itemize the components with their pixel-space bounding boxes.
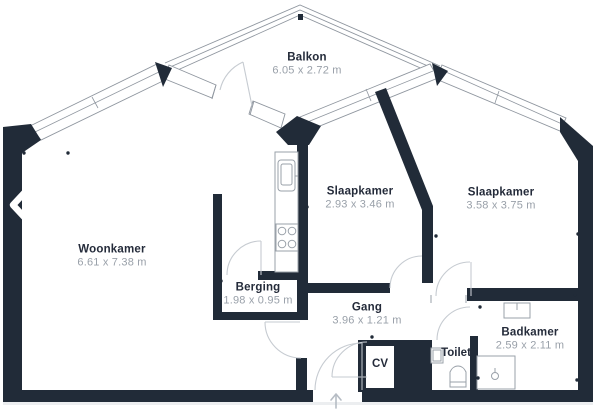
wall-junction-left xyxy=(155,62,172,87)
toilet-bowl xyxy=(449,365,467,388)
label-slaapkamer-1: Slaapkamer 2.93 x 3.46 m xyxy=(325,186,394,211)
label-balkon: Balkon 6.05 x 2.72 m xyxy=(272,52,341,77)
wall-berging-top xyxy=(258,271,299,280)
room-dims: 6.05 x 2.72 m xyxy=(272,64,342,77)
wall-toilet-right xyxy=(470,336,478,390)
window-balcony-right xyxy=(248,100,286,129)
room-name: Balkon xyxy=(287,51,327,64)
window-bedroom2 xyxy=(435,64,567,132)
bathroom-fixtures xyxy=(430,302,531,390)
plan-shadow xyxy=(3,402,593,405)
room-name: Gang xyxy=(351,301,383,314)
bedroom1-door-arc xyxy=(389,255,423,289)
wall-corner-top-right xyxy=(560,117,593,161)
wall-badkamer-top xyxy=(467,288,578,301)
label-toilet: Toilet xyxy=(441,347,471,359)
balcony-door-arc xyxy=(219,61,244,91)
room-dims: 6.61 x 7.38 m xyxy=(77,256,147,269)
wall-center-peak xyxy=(276,116,321,145)
entrance-arrow-icon xyxy=(330,393,342,409)
wall-kitchen xyxy=(297,140,308,320)
stove-burner xyxy=(287,239,297,249)
toilet-sink-basin xyxy=(432,349,442,362)
window-left xyxy=(29,63,168,141)
wall-livingroom-stub xyxy=(296,358,307,392)
wall-right xyxy=(578,150,593,402)
room-name: Badkamer xyxy=(501,326,559,339)
room-name: Slaapkamer xyxy=(326,185,394,198)
room-dims: 2.93 x 3.46 m xyxy=(325,198,395,211)
doors xyxy=(219,61,472,391)
room-name: Slaapkamer xyxy=(467,186,535,199)
window-center-lines xyxy=(34,70,563,133)
label-slaapkamer-2: Slaapkamer 3.58 x 3.75 m xyxy=(466,187,535,212)
room-dims: 3.58 x 3.75 m xyxy=(466,199,536,212)
wall-berging-bottom xyxy=(213,312,308,320)
room-name: CV xyxy=(372,358,388,370)
wall-bedroom-divider xyxy=(375,88,433,283)
railing-peak-tick xyxy=(298,14,303,20)
stove-burner xyxy=(277,226,287,236)
wall-junction-right xyxy=(432,63,448,86)
wall-berging-left xyxy=(213,194,222,320)
wall-corner-top-left xyxy=(3,124,41,153)
berging-door-arc xyxy=(226,240,262,276)
wall-left xyxy=(3,150,22,402)
chevron-left-icon[interactable] xyxy=(9,186,31,224)
room-name: Woonkamer xyxy=(78,243,146,256)
kitchen-sink-basin xyxy=(280,163,293,186)
entrance-door-arc xyxy=(314,342,363,391)
door-jambs xyxy=(211,84,467,303)
room-dims: 3.96 x 1.21 m xyxy=(332,314,402,327)
room-name: Toilet xyxy=(441,347,471,359)
room-dims: 2.59 x 2.11 m xyxy=(495,339,565,352)
label-berging: Berging 1.98 x 0.95 m xyxy=(223,282,292,307)
stove-burner xyxy=(287,226,297,236)
window-balcony-left xyxy=(164,64,217,99)
balcony-door-leaf xyxy=(242,61,253,107)
label-gang: Gang 3.96 x 1.21 m xyxy=(332,302,401,327)
wall-gang-top xyxy=(308,283,390,293)
kitchen-block xyxy=(274,151,299,273)
cv-closet xyxy=(366,346,394,388)
measure-ticks xyxy=(22,142,580,382)
stove-burner xyxy=(277,239,287,249)
toilet-door-arc xyxy=(436,306,471,341)
bedroom2-door-arc xyxy=(435,261,471,297)
label-cv: CV xyxy=(372,358,388,370)
livingroom-door-arc xyxy=(264,321,302,359)
room-dims: 1.98 x 0.95 m xyxy=(223,294,293,307)
room-name: Berging xyxy=(235,281,281,294)
label-badkamer: Badkamer 2.59 x 2.11 m xyxy=(496,327,564,352)
walls xyxy=(3,62,593,402)
wall-bottom-left xyxy=(3,390,313,402)
shower-drain xyxy=(491,372,499,380)
wall-bottom-right xyxy=(362,390,593,402)
label-woonkamer: Woonkamer 6.61 x 7.38 m xyxy=(77,244,146,269)
